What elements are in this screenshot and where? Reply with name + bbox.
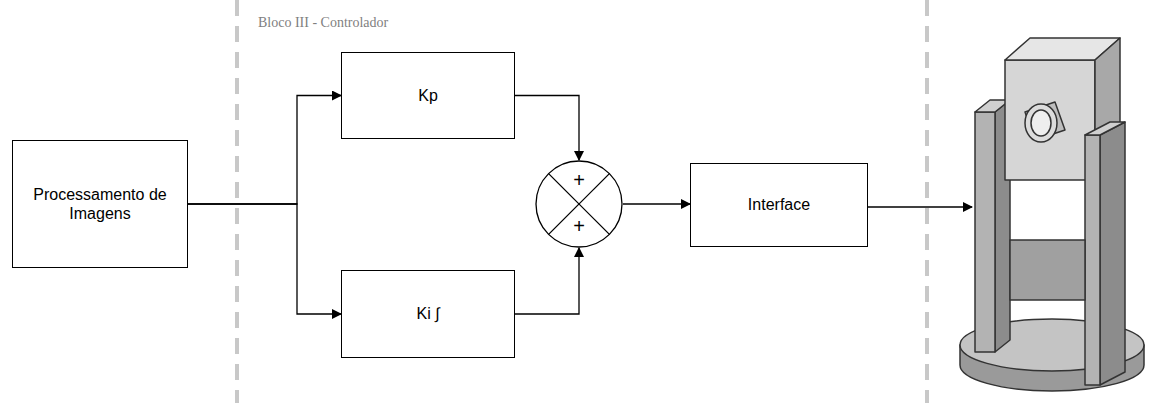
box-label: Ki ∫ (416, 304, 439, 323)
sign-label: + (535, 216, 623, 236)
signal-connector (515, 96, 579, 161)
signal-connector (623, 203, 690, 204)
signal-connector (515, 248, 579, 314)
gain-box: Kp (341, 52, 515, 139)
region-boundary (235, 0, 239, 403)
region-boundary (925, 0, 929, 403)
box-label: Processamento de Imagens (21, 185, 179, 223)
output-arrow (867, 206, 972, 207)
box-label: Kp (418, 86, 438, 105)
process-box: Processamento de Imagens (12, 140, 188, 268)
signal-connector (188, 204, 341, 314)
summing-junction: ++ (535, 160, 623, 248)
region-label: Bloco III - Controlador (256, 15, 390, 31)
pan-tilt-camera (960, 38, 1144, 391)
box-label: Interface (748, 195, 810, 214)
signal-connector (188, 96, 341, 205)
integrator-box: Ki ∫ (341, 270, 515, 358)
process-box: Interface (690, 163, 868, 247)
sign-label: + (535, 170, 623, 190)
